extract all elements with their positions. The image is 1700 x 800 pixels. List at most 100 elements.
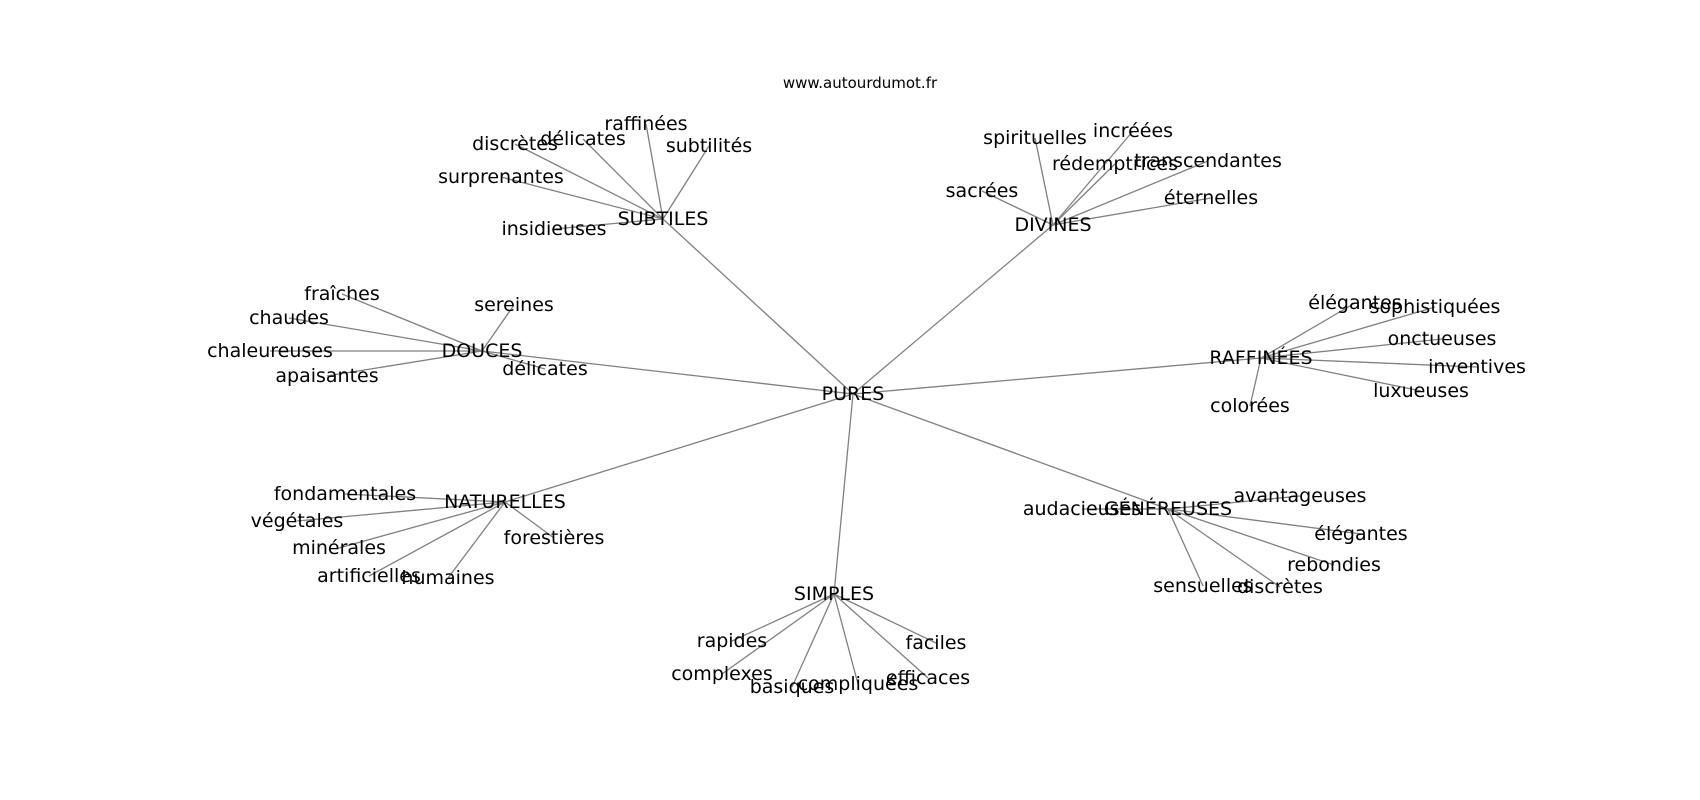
leaf-node[interactable]: sensuelles (1153, 575, 1252, 597)
edge-line (500, 176, 664, 220)
edge-line (852, 393, 1169, 510)
leaf-node[interactable]: végétales (251, 510, 344, 532)
edge-line (338, 501, 506, 549)
edge-line (296, 501, 506, 522)
edge-line (1260, 306, 1436, 359)
hub-node[interactable]: GÉNÉREUSES (1104, 497, 1232, 520)
leaf-node[interactable]: minérales (292, 537, 386, 559)
leaf-node[interactable]: avantageuses (1234, 485, 1367, 507)
leaf-node[interactable]: insidieuses (501, 218, 606, 240)
edge-line (553, 218, 664, 230)
leaf-node[interactable]: chaudes (249, 307, 329, 329)
edge-line (504, 393, 854, 503)
edge-line (981, 190, 1054, 226)
leaf-node[interactable]: faciles (906, 632, 967, 654)
edge-line (721, 593, 835, 675)
edge-line (852, 357, 1262, 395)
leaf-node[interactable]: basiques (750, 676, 835, 698)
hub-node[interactable]: RAFFINÉES (1209, 346, 1312, 369)
leaf-node[interactable]: fondamentales (274, 483, 416, 505)
edge-line (1260, 338, 1443, 359)
leaf-node[interactable]: raffinées (604, 113, 687, 135)
edge-line (1167, 508, 1281, 588)
leaf-node[interactable]: éternelles (1164, 187, 1258, 209)
edge-line (1167, 495, 1301, 510)
leaf-node[interactable]: discrètes (1237, 576, 1323, 598)
edge-line (1260, 302, 1356, 359)
leaf-node[interactable]: forestières (504, 527, 605, 549)
edge-line (1052, 163, 1116, 226)
edge-line (481, 304, 515, 352)
edge-line (852, 224, 1054, 395)
edge-line (341, 293, 483, 352)
edge-line (326, 350, 483, 377)
leaf-node[interactable]: spirituelles (983, 127, 1087, 149)
hub-node[interactable]: SIMPLES (794, 583, 874, 605)
center-node[interactable]: PURES (822, 383, 885, 405)
edge-line (1034, 137, 1054, 226)
leaf-node[interactable]: apaisantes (275, 365, 378, 387)
edge-line (833, 593, 859, 685)
edge-line (288, 317, 483, 352)
edge-line (662, 218, 854, 395)
leaf-node[interactable]: compliquées (798, 673, 919, 695)
edge-line (791, 593, 835, 688)
edge-line (1052, 160, 1209, 226)
edge-line (481, 350, 854, 395)
leaf-node[interactable]: subtilités (666, 135, 752, 157)
leaf-node[interactable]: inventives (1428, 356, 1526, 378)
leaf-node[interactable]: complexes (671, 663, 773, 685)
leaf-node[interactable]: rebondies (1287, 554, 1381, 576)
edge-line (1260, 357, 1422, 392)
edge-line (1167, 508, 1335, 566)
edge-line (447, 501, 506, 579)
leaf-node[interactable]: efficaces (886, 667, 970, 689)
leaf-node[interactable]: rapides (697, 630, 767, 652)
leaf-node[interactable]: luxueuses (1373, 380, 1469, 402)
leaf-node[interactable]: discrètes (472, 133, 558, 155)
hub-node[interactable]: DOUCES (442, 340, 523, 362)
leaf-node[interactable]: rédemptrices (1052, 153, 1178, 175)
leaf-node[interactable]: audacieuses (1023, 498, 1141, 520)
edge-line (368, 501, 506, 577)
edges-layer (270, 123, 1478, 688)
labels-layer: www.autourdumot.fr PURES SUBTILES discrète… (207, 74, 1526, 698)
leaf-node[interactable]: colorées (1210, 395, 1290, 417)
edge-line (645, 123, 664, 220)
edge-line (481, 350, 546, 370)
leaf-node[interactable]: surprenantes (438, 166, 564, 188)
leaf-node[interactable]: artificielles (317, 565, 421, 587)
edge-line (504, 501, 555, 539)
leaf-node[interactable]: chaleureuses (207, 340, 333, 362)
edge-line (1167, 508, 1362, 535)
edge-line (344, 493, 506, 503)
leaf-node[interactable]: transcendantes (1134, 150, 1282, 172)
leaf-node[interactable]: humaines (401, 567, 494, 589)
leaf-node[interactable]: sophistiquées (1370, 296, 1501, 318)
edge-line (833, 593, 937, 644)
hub-node[interactable]: SUBTILES (618, 208, 709, 230)
edge-line (514, 143, 664, 220)
leaf-node[interactable]: élégantes (1308, 292, 1401, 314)
hub-node[interactable]: NATURELLES (444, 491, 566, 513)
edge-line (833, 393, 854, 595)
edge-line (1249, 357, 1262, 407)
edge-line (1052, 197, 1212, 226)
edge-line (1260, 357, 1478, 368)
edge-line (662, 145, 710, 220)
leaf-node[interactable]: fraîches (304, 283, 380, 305)
leaf-node[interactable]: onctueuses (1388, 328, 1497, 350)
edge-line (582, 138, 664, 220)
leaf-node[interactable]: élégantes (1314, 523, 1407, 545)
edge-line (731, 593, 835, 642)
edge-line (1167, 508, 1204, 587)
hub-node[interactable]: DIVINES (1014, 214, 1091, 236)
site-url: www.autourdumot.fr (783, 74, 938, 92)
leaf-node[interactable]: sereines (474, 294, 554, 316)
leaf-node[interactable]: délicates (540, 128, 625, 150)
leaf-node[interactable]: incréées (1093, 120, 1173, 142)
leaf-node[interactable]: sacrées (946, 180, 1019, 202)
edge-line (1052, 130, 1134, 226)
leaf-node[interactable]: délicates (502, 358, 587, 380)
